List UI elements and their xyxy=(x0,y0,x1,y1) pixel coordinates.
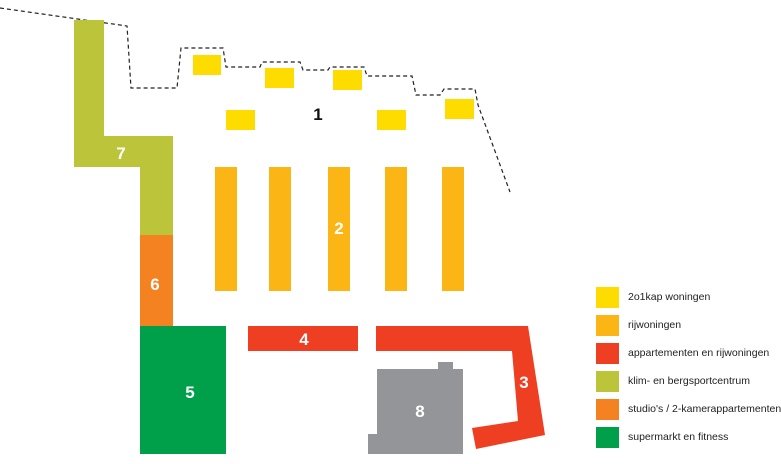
zone-1-boundary xyxy=(0,7,511,193)
zone-4-number: 4 xyxy=(299,330,309,349)
legend-swatch xyxy=(596,399,619,420)
legend-item: studio's / 2-kamerappartementen xyxy=(596,399,781,427)
zone-4-shape xyxy=(248,326,358,351)
legend-item: appartementen en rijwoningen xyxy=(596,343,778,371)
zone-1-number: 1 xyxy=(313,105,322,124)
legend-label: 2o1kap woningen xyxy=(628,291,711,303)
legend-swatch xyxy=(596,315,619,336)
legend-swatch xyxy=(596,427,619,448)
semi-detached-house xyxy=(333,70,362,90)
row-house-strip xyxy=(442,167,464,291)
legend-item: supermarkt en fitness xyxy=(596,427,778,455)
legend-swatch xyxy=(596,287,619,308)
row-house-strip xyxy=(269,167,291,291)
zone-8-shape xyxy=(368,362,463,454)
legend-item: rijwoningen xyxy=(596,315,778,343)
legend-swatch xyxy=(596,371,619,392)
legend: 2o1kap woningen rijwoningen appartemente… xyxy=(596,287,781,455)
zone-3-number: 3 xyxy=(519,373,528,392)
legend-swatch xyxy=(596,343,619,364)
semi-detached-house xyxy=(226,110,255,130)
semi-detached-house xyxy=(445,99,474,119)
zone-6-shape xyxy=(140,235,173,326)
legend-item: klim- en bergsportcentrum xyxy=(596,371,778,399)
legend-label: klim- en bergsportcentrum xyxy=(628,375,750,387)
zone-8-number: 8 xyxy=(415,402,424,421)
row-house-strip xyxy=(385,167,407,291)
zone-7-shape xyxy=(74,20,173,235)
zone-7-number: 7 xyxy=(116,144,125,163)
legend-label: appartementen en rijwoningen xyxy=(628,347,770,359)
row-house-strip xyxy=(215,167,237,291)
semi-detached-house xyxy=(265,68,294,88)
zone-3-shape xyxy=(376,326,545,449)
legend-item: 2o1kap woningen xyxy=(596,287,778,315)
legend-label: studio's / 2-kamerappartementen xyxy=(628,403,781,415)
zone-6-number: 6 xyxy=(150,275,159,294)
zone-5-number: 5 xyxy=(185,383,194,402)
semi-detached-house xyxy=(377,110,406,130)
semi-detached-house xyxy=(193,55,221,75)
zone-2-number: 2 xyxy=(334,219,343,238)
zone-5-shape xyxy=(140,326,226,454)
legend-label: rijwoningen xyxy=(628,319,682,331)
row-house-strip xyxy=(328,167,350,291)
legend-label: supermarkt en fitness xyxy=(628,431,729,443)
